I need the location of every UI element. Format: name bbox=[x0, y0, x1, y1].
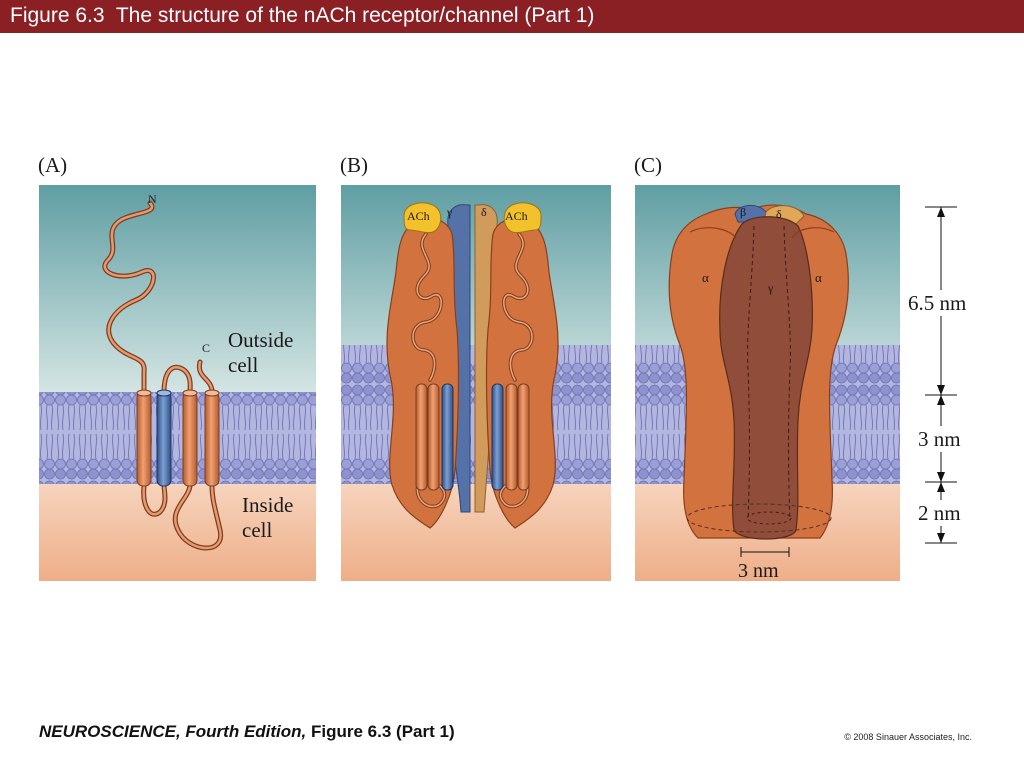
pore-width-label: 3 nm bbox=[738, 560, 779, 582]
right-helix-2 bbox=[517, 383, 530, 491]
dimension-label-middle: 3 nm bbox=[918, 427, 961, 451]
ach-site-left bbox=[403, 202, 442, 234]
dimension-label-top: 6.5 nm bbox=[908, 291, 966, 315]
panel-b-label: (B) bbox=[340, 153, 368, 177]
pore-wall-right bbox=[783, 225, 791, 521]
delta-label-b: δ bbox=[481, 205, 487, 219]
dimension-scale bbox=[905, 206, 977, 544]
ach-site-right bbox=[503, 202, 542, 234]
panel-a-helix-m4 bbox=[204, 389, 220, 487]
pore-opening bbox=[746, 511, 792, 525]
panel-a-membrane bbox=[39, 392, 316, 486]
footer-citation: NEUROSCIENCE, Fourth Edition, Figure 6.3… bbox=[39, 722, 455, 742]
right-helix-pore bbox=[491, 383, 504, 491]
gamma-label-b: γ bbox=[446, 205, 453, 219]
outside-cell-label-line1: Outside bbox=[228, 328, 293, 352]
footer-figure-ref: Figure 6.3 (Part 1) bbox=[306, 722, 455, 741]
alpha-label-right: α bbox=[815, 270, 822, 285]
left-helix-1 bbox=[415, 383, 428, 491]
panel-c-label: (C) bbox=[634, 153, 662, 177]
gamma-label-c: γ bbox=[767, 281, 774, 295]
title-bar: Figure 6.3 The structure of the nACh rec… bbox=[0, 0, 1024, 33]
right-helix-1 bbox=[505, 383, 518, 491]
footer-book-title: NEUROSCIENCE, Fourth Edition, bbox=[39, 722, 307, 741]
alpha-label-left: α bbox=[702, 270, 709, 285]
chain-fill bbox=[103, 201, 222, 550]
left-helix-pore bbox=[441, 383, 454, 491]
ach-label-right: ACh bbox=[505, 209, 528, 223]
inside-cell-label-line1: Inside bbox=[242, 493, 293, 517]
inside-cell-label-line2: cell bbox=[242, 518, 272, 542]
panel-a-helix-m2 bbox=[156, 389, 172, 487]
delta-label-c: δ bbox=[776, 207, 782, 221]
panel-a-label: (A) bbox=[38, 153, 68, 177]
dimension-label-bottom: 2 nm bbox=[918, 501, 961, 525]
receptor-base-ellipse bbox=[686, 503, 832, 533]
panel-b: ACh ACh γ δ bbox=[341, 185, 611, 581]
ach-label-left: ACh bbox=[407, 209, 430, 223]
panel-a-polypeptide-chain bbox=[102, 200, 224, 551]
c-terminus-label: C bbox=[202, 341, 210, 355]
outside-cell-label-line2: cell bbox=[228, 353, 258, 377]
n-terminus-label: N bbox=[148, 192, 157, 206]
pore-wall-left bbox=[747, 225, 755, 521]
panel-a-extracellular bbox=[39, 185, 316, 396]
panel-a: N C Outside cell Inside cell bbox=[39, 185, 316, 581]
left-helix-2 bbox=[427, 383, 440, 491]
pore-width-bracket bbox=[740, 547, 790, 557]
panel-a-helix-m1 bbox=[136, 389, 152, 487]
footer-copyright: © 2008 Sinauer Associates, Inc. bbox=[844, 732, 972, 742]
beta-label: β bbox=[740, 205, 746, 219]
panel-a-helix-m3 bbox=[182, 389, 198, 487]
page-title: Figure 6.3 The structure of the nACh rec… bbox=[10, 4, 595, 27]
panel-c: β δ α α γ 3 nm 6.5 nm 3 nm 2 nm bbox=[635, 185, 977, 582]
